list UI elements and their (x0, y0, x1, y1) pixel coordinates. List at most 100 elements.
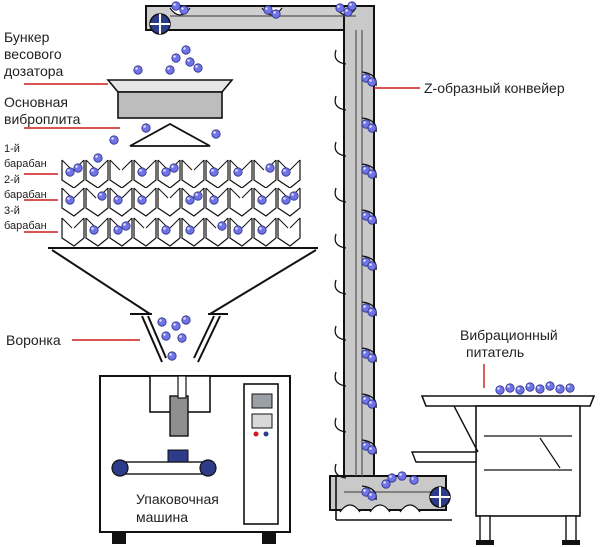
ball-icon (193, 63, 203, 73)
ball-icon (65, 167, 75, 177)
ball-icon (495, 385, 505, 395)
bucket-icon (334, 325, 347, 341)
ball-icon (409, 475, 419, 485)
ball-icon (367, 215, 377, 225)
drum-cell (205, 217, 229, 247)
ball-icon (505, 383, 515, 393)
bucket-icon (334, 49, 347, 65)
bucket-icon (334, 463, 347, 479)
ball-icon (347, 1, 357, 11)
svg-text:питатель: питатель (466, 344, 524, 360)
ball-icon (161, 331, 171, 341)
label-funnel: Воронка (6, 332, 61, 348)
bucket-icon (339, 504, 361, 513)
ball-icon (133, 65, 143, 75)
ball-icon (217, 221, 227, 231)
ball-icon (367, 399, 377, 409)
bucket-icon (334, 417, 347, 433)
ball-icon (367, 169, 377, 179)
ball-icon (177, 333, 187, 343)
drum-cell (109, 159, 133, 189)
ball-icon (171, 321, 181, 331)
svg-text:виброплита: виброплита (4, 111, 81, 127)
svg-text:Вибрационный: Вибрационный (460, 327, 558, 343)
ball-icon (73, 163, 83, 173)
ball-icon (181, 45, 191, 55)
svg-text:дозатора: дозатора (4, 63, 64, 79)
drive-wheel-icon (429, 486, 451, 508)
drum-cell (133, 217, 157, 247)
bucket-icon (361, 255, 377, 271)
ball-icon (515, 385, 525, 395)
vibratory-feeder (410, 395, 596, 545)
ball-icon (161, 225, 171, 235)
drum-cell (157, 187, 181, 217)
ball-icon (555, 384, 565, 394)
ball-icon (157, 317, 167, 327)
ball-icon (265, 163, 275, 173)
ball-icon (185, 195, 195, 205)
bucket-icon (361, 485, 377, 501)
bucket-icon (369, 504, 391, 513)
label-hopper: Бункер весового дозатора (4, 29, 64, 79)
ball-icon (169, 163, 179, 173)
bucket-icon (334, 187, 347, 203)
drum-cell (181, 159, 205, 189)
bucket-icon (361, 301, 377, 317)
drum-cell (229, 187, 253, 217)
ball-icon (545, 381, 555, 391)
ball-icon (193, 191, 203, 201)
main-vibroplate (129, 122, 211, 147)
bucket-icon (361, 117, 377, 133)
label-drum-2: 2-й барабан (4, 174, 47, 201)
ball-icon (263, 5, 273, 15)
ball-icon (211, 129, 221, 139)
ball-icon (367, 353, 377, 363)
svg-text:Бункер: Бункер (4, 29, 50, 45)
ball-icon (209, 167, 219, 177)
bucket-icon (334, 279, 347, 295)
ball-icon (565, 383, 575, 393)
drum-cell (85, 187, 109, 217)
svg-text:машина: машина (136, 509, 188, 525)
ball-icon (171, 53, 181, 63)
ball-icon (257, 225, 267, 235)
bucket-icon (361, 347, 377, 363)
ball-icon (281, 195, 291, 205)
ball-icon (233, 225, 243, 235)
ball-icon (171, 1, 181, 11)
bucket-icon (361, 439, 377, 455)
ball-icon (167, 351, 177, 361)
ball-icon (367, 261, 377, 271)
label-drum-3: 3-й барабан (4, 205, 47, 232)
svg-text:3-й: 3-й (4, 205, 20, 217)
ball-icon (165, 65, 175, 75)
ball-icon (179, 5, 189, 15)
product-balls (65, 1, 575, 501)
bucket-icon (399, 504, 421, 513)
ball-icon (367, 445, 377, 455)
label-conveyor: Z-образный конвейер (424, 80, 565, 96)
svg-text:весового: весового (4, 46, 62, 62)
bucket-icon (361, 393, 377, 409)
bucket-icon (334, 141, 347, 157)
ball-icon (271, 9, 281, 19)
ball-icon (93, 153, 103, 163)
bucket-icon (334, 233, 347, 249)
ball-icon (257, 195, 267, 205)
svg-text:Упаковочная: Упаковочная (136, 491, 219, 507)
svg-text:барабан: барабан (4, 158, 47, 170)
bucket-icon (334, 95, 347, 111)
label-packer: Упаковочная машина (136, 491, 219, 525)
drive-wheel-icon (149, 13, 171, 35)
ball-icon (141, 123, 151, 133)
ball-icon (97, 191, 107, 201)
ball-icon (121, 221, 131, 231)
weigher-hopper (106, 79, 234, 119)
ball-icon (535, 384, 545, 394)
label-feeder: Вибрационный питатель (460, 327, 558, 360)
svg-text:2-й: 2-й (4, 174, 20, 186)
ball-icon (367, 491, 377, 501)
ball-icon (367, 123, 377, 133)
